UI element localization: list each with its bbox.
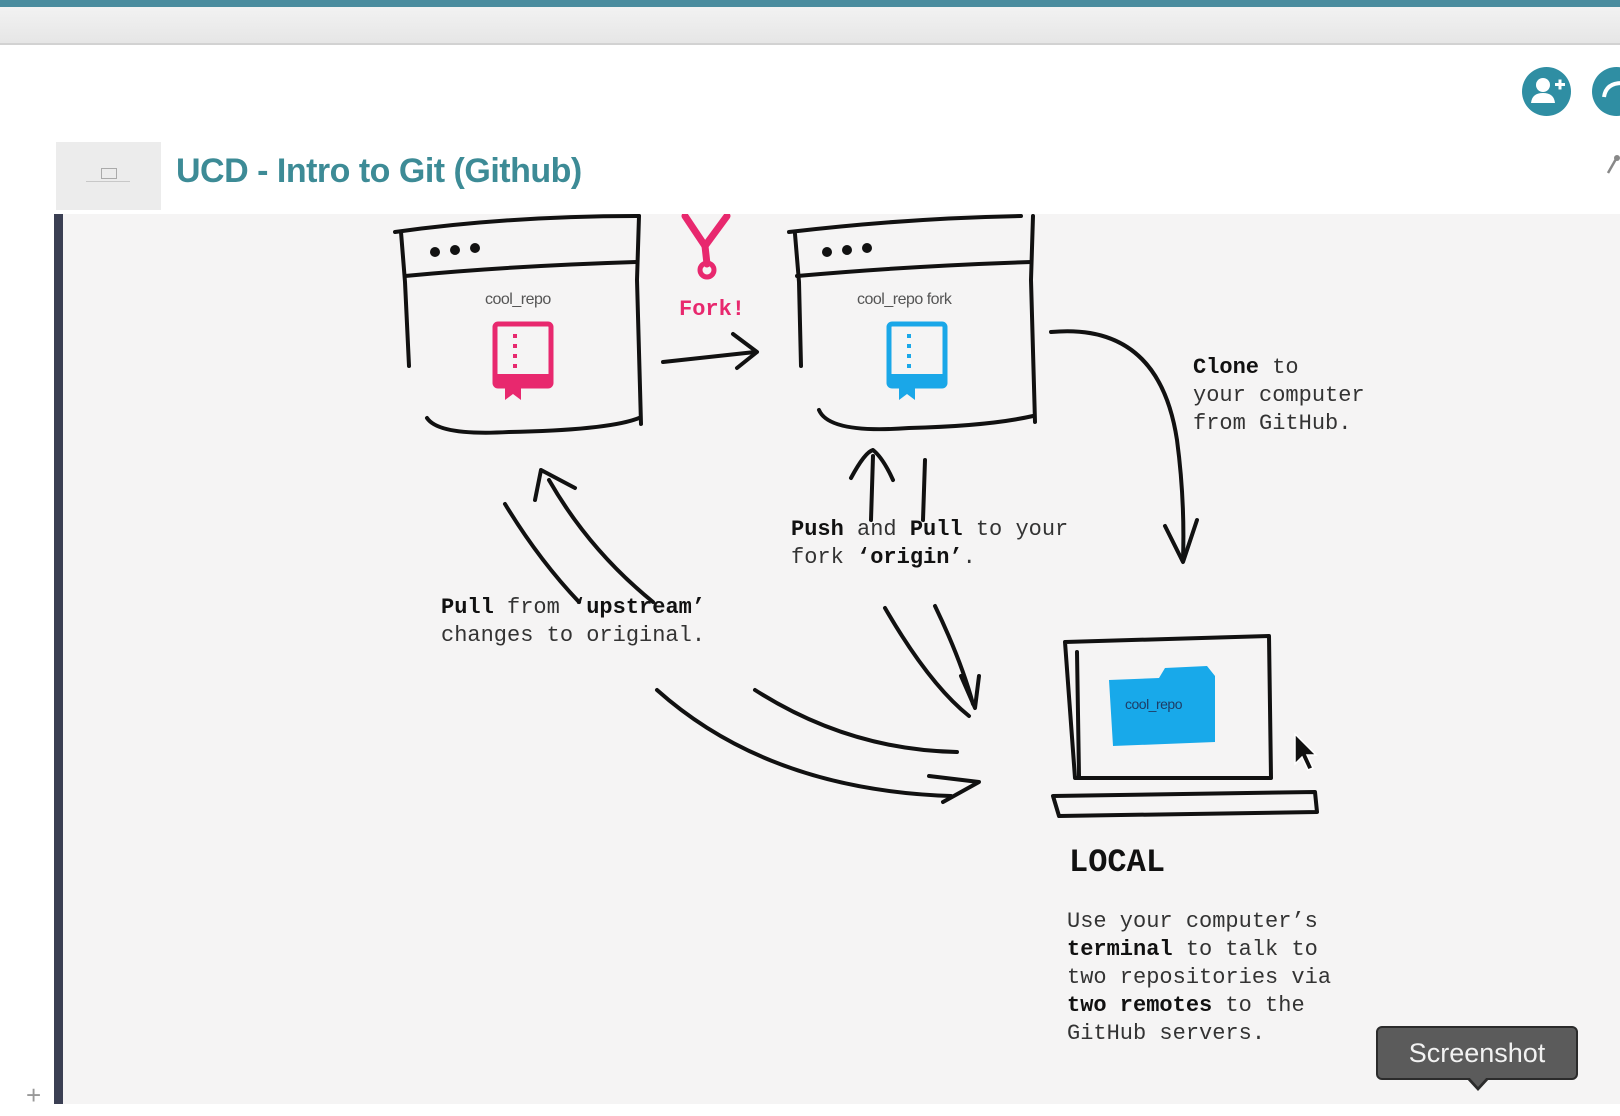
page-header xyxy=(0,45,1620,210)
thumbnail-caption-line xyxy=(86,181,130,182)
pull-keyword: Pull xyxy=(909,517,963,542)
fork-repo-label: cool_repo fork xyxy=(857,291,952,308)
fork-icon xyxy=(681,214,731,280)
push-pull-text: Push and Pull to your fork ‘origin’. xyxy=(791,516,1068,572)
local-desc-line5: GitHub servers. xyxy=(1067,1021,1266,1046)
push-keyword: Push xyxy=(791,517,844,542)
terminal-keyword: terminal xyxy=(1067,937,1173,962)
clone-text-line2: your computer xyxy=(1193,383,1365,408)
add-user-icon xyxy=(1531,78,1565,103)
upstream-repo-window xyxy=(393,214,643,435)
local-desc-to-the: to the xyxy=(1212,993,1305,1018)
add-user-button[interactable] xyxy=(1522,67,1571,116)
push-pull-fork: fork xyxy=(791,545,858,570)
local-desc-talk: to talk to xyxy=(1172,937,1318,962)
pull-from: from xyxy=(493,595,574,620)
bottom-strip xyxy=(0,1104,1620,1116)
pin-icon xyxy=(1606,155,1620,174)
clone-keyword: Clone xyxy=(1193,355,1260,380)
fork-label: Fork! xyxy=(679,297,746,322)
push-pull-to-your: to your xyxy=(962,517,1069,542)
local-desc-line1: Use your computer’s xyxy=(1067,909,1318,934)
push-pull-period: . xyxy=(962,545,976,570)
page-title: UCD - Intro to Git (Github) xyxy=(176,152,582,190)
fork-repo-icon xyxy=(886,321,948,400)
tooltip-tail-inner xyxy=(1469,1077,1487,1087)
pull-upstream-line2: changes to original. xyxy=(441,623,706,648)
fork-arrow xyxy=(661,332,759,370)
clone-text: Clone to your computer from GitHub. xyxy=(1193,354,1365,438)
local-desc-line3: two repositories via xyxy=(1067,965,1332,990)
local-description: Use your computer’s terminal to talk to … xyxy=(1067,908,1331,1048)
push-pull-and: and xyxy=(843,517,910,542)
local-folder-label: cool_repo xyxy=(1125,696,1183,712)
clone-arrow xyxy=(1049,329,1199,564)
git-workflow-diagram xyxy=(393,214,1319,818)
browser-toolbar xyxy=(0,7,1620,45)
thumbnail-image-icon xyxy=(101,168,117,179)
clone-text-to: to xyxy=(1259,355,1299,380)
screenshot-tooltip: Screenshot xyxy=(1376,1026,1578,1080)
pin-button[interactable] xyxy=(1604,153,1620,177)
pull-upstream-text: Pull from ‘upstream’ changes to original… xyxy=(441,594,705,650)
mouse-cursor-icon xyxy=(1294,732,1318,771)
clone-text-line3: from GitHub. xyxy=(1193,411,1352,436)
slide-thumbnail[interactable] xyxy=(56,142,161,210)
laptop xyxy=(1051,634,1319,818)
upstream-repo-label: cool_repo xyxy=(485,291,551,308)
two-remotes-keyword: two remotes xyxy=(1067,993,1213,1018)
local-folder-icon xyxy=(1109,666,1215,746)
share-button[interactable] xyxy=(1592,67,1620,116)
push-pull-arrows xyxy=(849,448,981,718)
add-slide-icon[interactable]: + xyxy=(26,1080,42,1110)
upstream-repo-icon xyxy=(492,321,554,400)
origin-keyword: ‘origin’ xyxy=(857,545,963,570)
fork-repo-window xyxy=(787,214,1037,432)
upstream-keyword: ‘upstream’ xyxy=(573,595,706,620)
upstream-arrows xyxy=(503,468,981,804)
pull-upstream-keyword: Pull xyxy=(441,595,494,620)
share-icon xyxy=(1602,81,1620,98)
window-top-accent-bar xyxy=(0,0,1620,7)
slide-canvas: cool_repo Fork! cool_repo fork Clone to … xyxy=(54,214,1620,1104)
local-title: LOCAL xyxy=(1069,844,1166,881)
